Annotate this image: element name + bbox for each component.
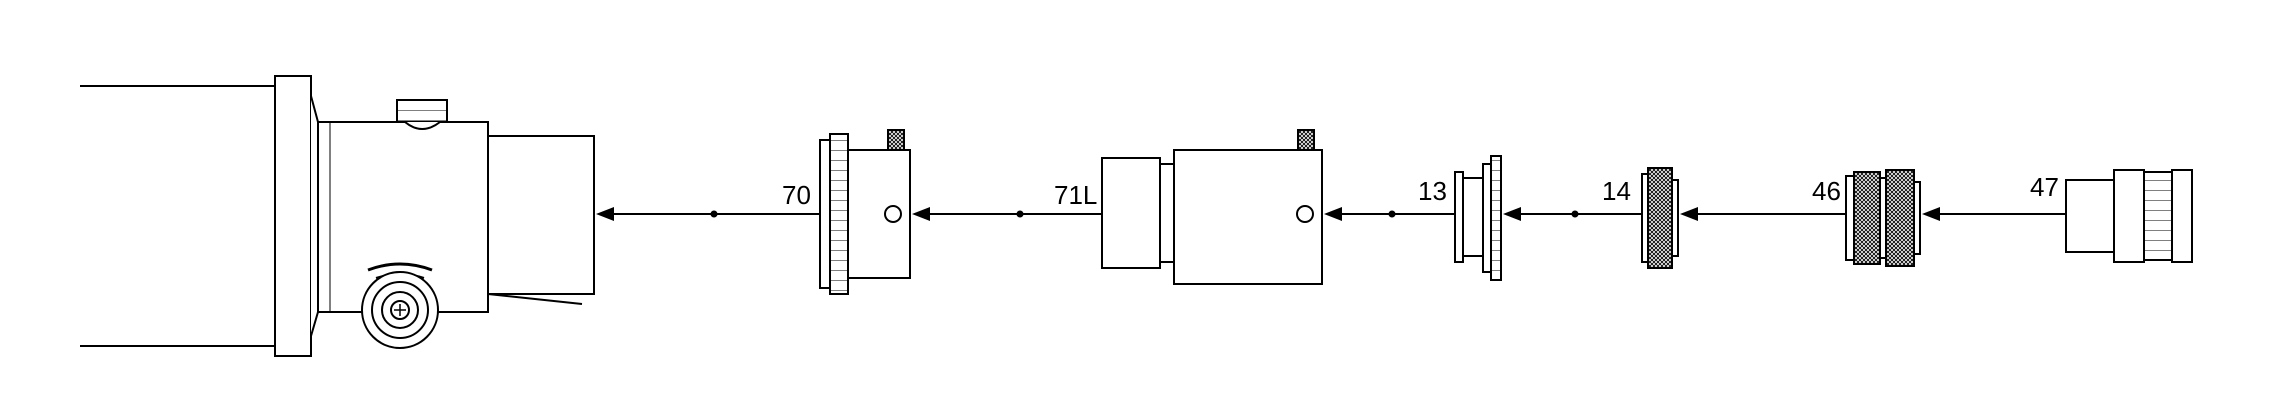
part-14-ring xyxy=(1641,167,1679,269)
part-47-eyepiece xyxy=(2065,169,2193,263)
label-part-14: 14 xyxy=(1602,176,1631,206)
part-71l-extension-tube xyxy=(1101,129,1323,285)
label-part-13: 13 xyxy=(1418,176,1447,206)
arrow-70-to-focuser xyxy=(596,207,820,221)
label-part-47: 47 xyxy=(2030,172,2059,202)
arrow-13-to-71l xyxy=(1324,207,1455,221)
arrow-14-to-13 xyxy=(1503,207,1642,221)
part-13-adapter-ring xyxy=(1454,155,1502,281)
label-part-70: 70 xyxy=(782,180,811,210)
arrow-47-to-46 xyxy=(1922,207,2066,221)
part-46-ring xyxy=(1845,169,1921,267)
arrow-46-to-14 xyxy=(1680,207,1846,221)
arrow-71l-to-70 xyxy=(912,207,1102,221)
label-part-71l: 71L xyxy=(1054,180,1097,210)
telescope-focuser xyxy=(80,75,595,357)
label-part-46: 46 xyxy=(1812,176,1841,206)
part-70-adapter xyxy=(819,129,911,295)
